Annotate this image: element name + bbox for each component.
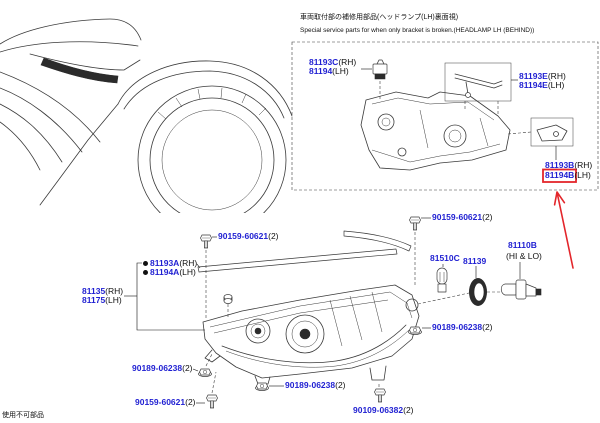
callout-81194a-lh: 81194A(LH) xyxy=(150,268,196,277)
part-suffix: (RH) xyxy=(179,258,198,268)
part-suffix: (LH) xyxy=(105,295,122,305)
screw-90159-60621-upper-right xyxy=(409,216,421,231)
bracket-81193e xyxy=(444,62,512,102)
callout-90189-06238-bottom: 90189-06238(2) xyxy=(285,381,346,390)
callout-81510c: 81510C xyxy=(430,254,460,263)
part-suffix: (LH) xyxy=(179,267,196,277)
part-code: 81194B xyxy=(545,170,575,180)
part-code: 90189-06238 xyxy=(132,363,183,373)
highlight-box-81194b xyxy=(542,168,577,183)
part-code: 81175 xyxy=(82,295,106,305)
part-code: 81135 xyxy=(82,286,106,296)
part-suffix: (2) xyxy=(268,231,279,241)
part-suffix: (2) xyxy=(482,212,493,222)
special-service-inset-border xyxy=(291,41,599,191)
callout-90189-06238-right: 90189-06238(2) xyxy=(432,323,493,332)
callout-81193c-rh: 81193C(RH) xyxy=(309,58,356,67)
part-code: 81193B xyxy=(545,160,575,170)
part-code: 81194E xyxy=(519,80,548,90)
callout-90159-60621-upper-left: 90159-60621(2) xyxy=(218,232,279,241)
callout-90159-60621-upper-right: 90159-60621(2) xyxy=(432,213,493,222)
part-suffix: (RH) xyxy=(547,71,566,81)
vehicle-headlamp xyxy=(40,57,119,84)
callout-81193e-rh: 81193E(RH) xyxy=(519,72,566,81)
callout-81193b-rh: 81193B(RH) xyxy=(545,161,592,170)
callout-81194b-lh-highlighted: 81194B(LH) xyxy=(545,171,591,180)
screw-90159-60621-upper-left xyxy=(200,234,212,249)
front-tire xyxy=(137,85,287,213)
part-note: (HI & LO) xyxy=(506,251,542,261)
part-code: 81193A xyxy=(150,258,180,268)
unavailable-marker-icon xyxy=(143,270,148,275)
part-suffix: (2) xyxy=(182,363,193,373)
callout-81110b-note: (HI & LO) xyxy=(506,252,542,261)
part-suffix: (LH) xyxy=(332,66,349,76)
callout-90109-06382: 90109-06382(2) xyxy=(353,406,414,415)
part-suffix: (LH) xyxy=(547,80,565,90)
part-code: 90159-60621 xyxy=(135,397,186,407)
nut-90189-06238-right xyxy=(408,326,422,335)
part-suffix: (LH) xyxy=(574,170,591,180)
bulb-81110b xyxy=(500,279,542,300)
headlamp-low-beam-reflector xyxy=(285,314,325,354)
vehicle-front-illustration xyxy=(0,18,293,213)
callout-81194e-lh: 81194E(LH) xyxy=(519,81,564,90)
bolt-90109-06382 xyxy=(374,388,386,403)
part-suffix: (2) xyxy=(185,397,196,407)
callout-81193a-rh: 81193A(RH) xyxy=(150,259,197,268)
unavailable-marker-icon xyxy=(143,261,148,266)
part-code: 81110B xyxy=(508,240,537,250)
callout-81175-lh: 81175(LH) xyxy=(82,296,122,305)
callout-81110b: 81110B xyxy=(508,241,537,250)
part-code: 81194 xyxy=(309,66,333,76)
part-code: 90189-06238 xyxy=(432,322,483,332)
callout-81194-lh: 81194(LH) xyxy=(309,67,349,76)
inset-title-jp: 車両取付部の補修用部品(ヘッドランプ(LH)裏面視) xyxy=(300,14,459,21)
callout-81135-rh: 81135(RH) xyxy=(82,287,123,296)
part-code: 90109-06382 xyxy=(353,405,404,415)
highlight-arrow xyxy=(553,191,574,269)
inset-title-en: Special service parts for when only brac… xyxy=(300,27,535,34)
wheel-arch xyxy=(117,60,293,117)
part-code: 81193C xyxy=(309,57,339,67)
part-suffix: (2) xyxy=(403,405,414,415)
headlamp-trim-strip-81193a xyxy=(197,230,412,273)
bulb-81510c xyxy=(436,267,448,293)
clip-81193c xyxy=(372,59,388,80)
headlamp-bracket-plate xyxy=(360,91,511,171)
part-suffix: (RH) xyxy=(574,160,593,170)
nut-90189-06238-left xyxy=(198,368,212,377)
callout-81139: 81139 xyxy=(463,257,486,266)
headlamp-assembly xyxy=(202,284,420,385)
part-code: 90189-06238 xyxy=(285,380,336,390)
part-suffix: (2) xyxy=(482,322,493,332)
assembly-bracket-line xyxy=(136,262,205,331)
part-code: 81139 xyxy=(463,256,487,266)
part-code: 81194A xyxy=(150,267,180,277)
headlamp-bulb-socket xyxy=(405,298,419,312)
part-code: 81193E xyxy=(519,71,548,81)
part-code: 81510C xyxy=(430,253,460,263)
part-code: 90159-60621 xyxy=(432,212,483,222)
footer-note: 使用不可部品 xyxy=(2,412,44,419)
part-suffix: (2) xyxy=(335,380,346,390)
callout-90189-06238-left: 90189-06238(2) xyxy=(132,364,193,373)
part-suffix: (RH) xyxy=(338,57,357,67)
part-code: 90159-60621 xyxy=(218,231,269,241)
nut-90189-06238-bottom xyxy=(255,382,269,391)
hood-edge xyxy=(0,18,142,45)
part-suffix: (RH) xyxy=(105,286,124,296)
headlamp-drl-strip xyxy=(221,324,407,364)
socket-gasket-81139 xyxy=(469,278,487,306)
aiming-adjuster-bushing xyxy=(223,294,233,304)
bracket-81193b xyxy=(530,117,574,147)
front-bumper-lines xyxy=(0,71,101,143)
callout-90159-60621-lower-left: 90159-60621(2) xyxy=(135,398,196,407)
headlamp-high-beam-reflector xyxy=(245,318,271,344)
screw-90159-60621-lower-left xyxy=(206,394,218,409)
